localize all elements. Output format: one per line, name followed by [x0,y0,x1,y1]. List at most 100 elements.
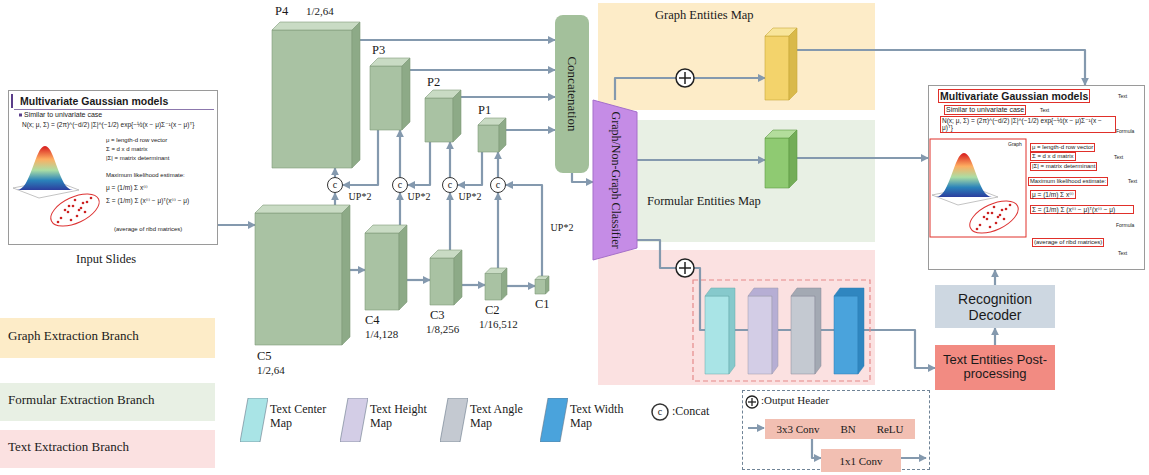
symbol-letter: c [658,407,662,417]
arrow-connector [360,39,555,41]
concat-circle: c [327,177,343,193]
layer-name: P3 [372,43,385,57]
edge-label: UP*2 [348,191,373,203]
slide-figure [932,153,1023,240]
text-center-map [705,296,729,374]
legend-text: Text Height Map [370,403,436,431]
legend-text: :Output Header [761,394,829,407]
edge-label: UP*2 [407,191,432,203]
class-tag: Text [1128,179,1137,185]
arrow-connector [994,328,996,345]
scale-label: 1/4,128 [365,328,398,341]
layer-name: C3 [430,308,445,322]
map-face [365,233,399,310]
map-face [402,58,410,130]
entity-map: Formular Entities Map [765,130,797,188]
slide-formula: N(x; μ, Σ) = (2π)^(−d/2) |Σ|^(−1/2) exp{… [22,121,212,128]
map-face [789,28,797,100]
add-symbol [676,259,694,277]
map-face [370,66,402,130]
concat-circle: c [490,177,506,193]
arrow-connector [407,279,430,281]
add-symbol [746,396,758,408]
scale-label: 1/2,64 [306,5,334,18]
graph-branch-band [598,3,875,110]
add-symbol [676,259,694,277]
layer-box: 1x1 Conv [821,449,901,472]
legend-swatch [540,398,568,442]
slide-text: |Σ| = matrix determinant [1030,162,1097,171]
legend-text: Text Angle Map [470,403,536,431]
edge-label: UP*2 [458,191,483,203]
map-face [453,90,461,142]
arrow-connector [497,193,499,268]
slide-text: Maximum likelihood estimate: [1028,177,1108,186]
slide-text: |Σ| = matrix determinant [106,155,169,162]
class-tag: Formula [1116,129,1134,135]
node-label: c [496,179,500,191]
slide-formula: Σ = (1/m) Σ (x⁽ⁱ⁾ − μ)ᵀ(x⁽ⁱ⁾ − μ) [106,197,214,204]
detection-box [930,139,1026,237]
legend-swatch [540,398,568,442]
map-face [485,274,502,301]
map-face [255,213,342,345]
map-face [765,138,789,188]
node-shape [370,58,410,130]
map-face [502,268,508,300]
classifier-block: Graph/Non-Graph Classifier [593,100,637,260]
node-label: Text Entities Post-processing [941,353,1049,383]
feature-map: P1 [478,118,506,152]
arrow-connector [458,152,482,185]
text-branch-band [598,250,875,385]
map-face [499,118,506,152]
node-label: 3x3 Conv [776,423,819,436]
arrow-connector [399,130,401,177]
text-angle-map [791,288,821,374]
node-label: BN [840,423,855,436]
feature-map: P2 [425,90,461,142]
node-shape [255,205,350,345]
class-tag: Text [1118,251,1127,257]
map-face [454,250,462,305]
map-title: Formular Entities Map [647,194,761,208]
scale-label: 1/2,64 [257,364,285,377]
map-face [272,22,360,30]
layer-name: P2 [427,75,440,89]
text-center-map [705,288,735,374]
legend-text: Formular Extraction Branch [8,393,155,408]
map-face [255,205,350,213]
feature-map: C41/4,128 [365,225,407,310]
slide-text: Similar to univariate case [944,105,1026,115]
class-tag: Graph [1008,142,1022,148]
add-symbol [751,398,752,406]
add-symbol [676,69,694,87]
node-shape [485,268,507,300]
title-bar [11,94,13,108]
caption-label: Input Slides [76,252,136,266]
text-width-map [834,296,858,374]
slide-formula: Σ = (1/m) Σ (x⁽ⁱ⁾ − μ)ᵀ(x⁽ⁱ⁾ − μ) [1030,205,1134,214]
node-shape [478,118,506,152]
arrow-connector [497,152,499,177]
node-label: c [333,179,337,191]
map-title: Graph Entities Map [655,8,754,22]
slide-formula: μ = (1/m) Σ x⁽ⁱ⁾ [1030,190,1076,199]
arrow-connector [350,269,365,271]
map-face [535,280,546,295]
slide-title: Multivariate Gaussian models [938,89,1090,103]
arrow-connector [506,185,542,276]
concat-circle: c [442,177,458,193]
classifier-shape [593,100,637,260]
legend-swatch [340,398,368,442]
arrow-connector [399,193,401,225]
node-label: Concatenation [565,56,580,131]
node-label: c [398,179,402,191]
edge-label: UP*2 [550,222,575,234]
legend-swatch [240,398,268,442]
node-label: 1x1 Conv [827,454,895,467]
layer-name: P4 [275,4,288,18]
arrow-connector [506,129,555,131]
node-label: ReLU [877,423,904,436]
layer-name: P1 [478,103,491,117]
feature-map: C21/16,512 [485,268,507,300]
